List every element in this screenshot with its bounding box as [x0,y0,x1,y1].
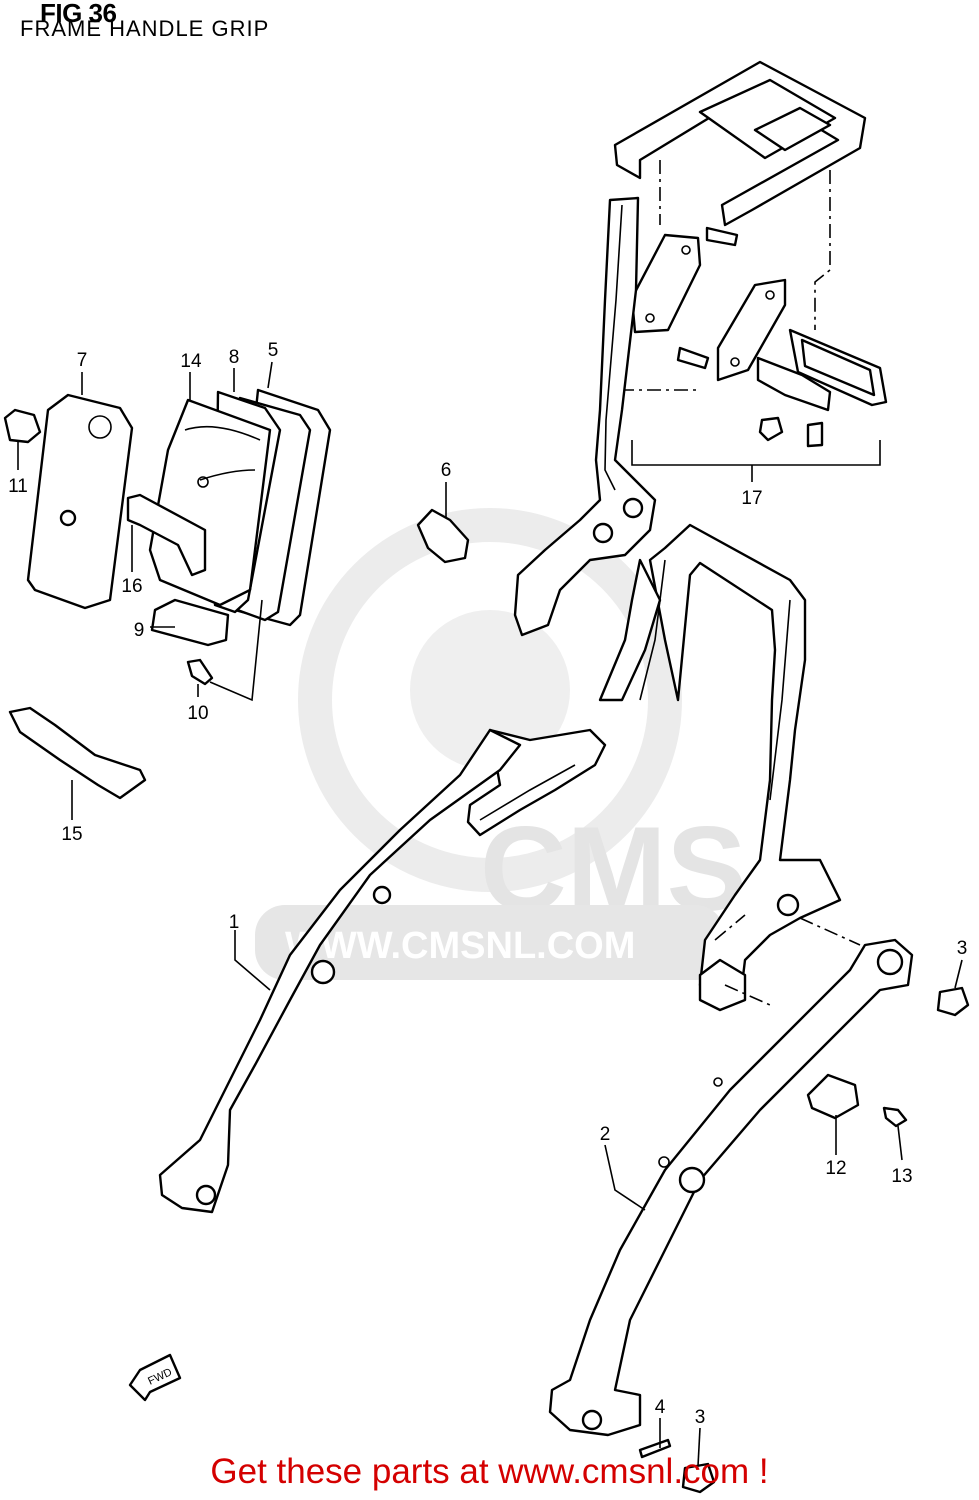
figure-subtitle: FRAME HANDLE GRIP [20,16,270,41]
callout-1: 1 [229,912,240,933]
callout-3b: 3 [695,1407,706,1428]
watermark-url: WWW.CMSNL.COM [285,925,635,967]
part-15-pliers [8,706,147,800]
callout-16: 16 [121,576,142,597]
rear-upper-frame [513,196,657,637]
callout-4: 4 [655,1397,666,1418]
small-hardware [638,1073,908,1459]
part-6-clip [416,508,470,564]
callout-13: 13 [891,1166,912,1187]
part-7-cover [26,393,134,610]
callout-6: 6 [441,460,452,481]
callout-10: 10 [187,703,208,724]
part-16-strap [126,493,207,577]
callout-11: 11 [8,476,28,497]
callout-14: 14 [180,351,202,372]
fwd-arrow-icon: FWD [128,1353,182,1402]
part-1-left-rail [158,728,522,1214]
callout-12: 12 [825,1158,846,1179]
callout-15: 15 [61,824,82,845]
part-9-block [150,598,230,647]
callout-17: 17 [741,488,762,509]
parts-14-8-5-case [148,388,332,627]
part-10-bolt [186,658,214,686]
callout-2: 2 [600,1124,611,1145]
part-11-grommet [3,408,42,444]
figure-title: FIG 36 [40,0,117,28]
callout-3a: 3 [957,938,968,959]
leader-lines [17,361,963,1467]
buy-parts-link[interactable]: Get these parts at www.cmsnl.com ! [210,1452,769,1491]
watermark: CMS WWW.CMSNL.COM [255,508,747,980]
callout-8: 8 [229,347,240,368]
part-3-caps [681,986,970,1494]
rear-carrier-rack [613,60,888,482]
callout-7: 7 [77,350,88,371]
callout-5: 5 [268,340,279,361]
part-2-right-rail [548,938,914,1437]
rear-lower-frame [639,523,842,1012]
callout-9: 9 [134,620,145,641]
callout-numbers: 1 2 3 3 4 5 6 7 8 9 10 11 12 13 14 15 16… [8,340,967,1428]
